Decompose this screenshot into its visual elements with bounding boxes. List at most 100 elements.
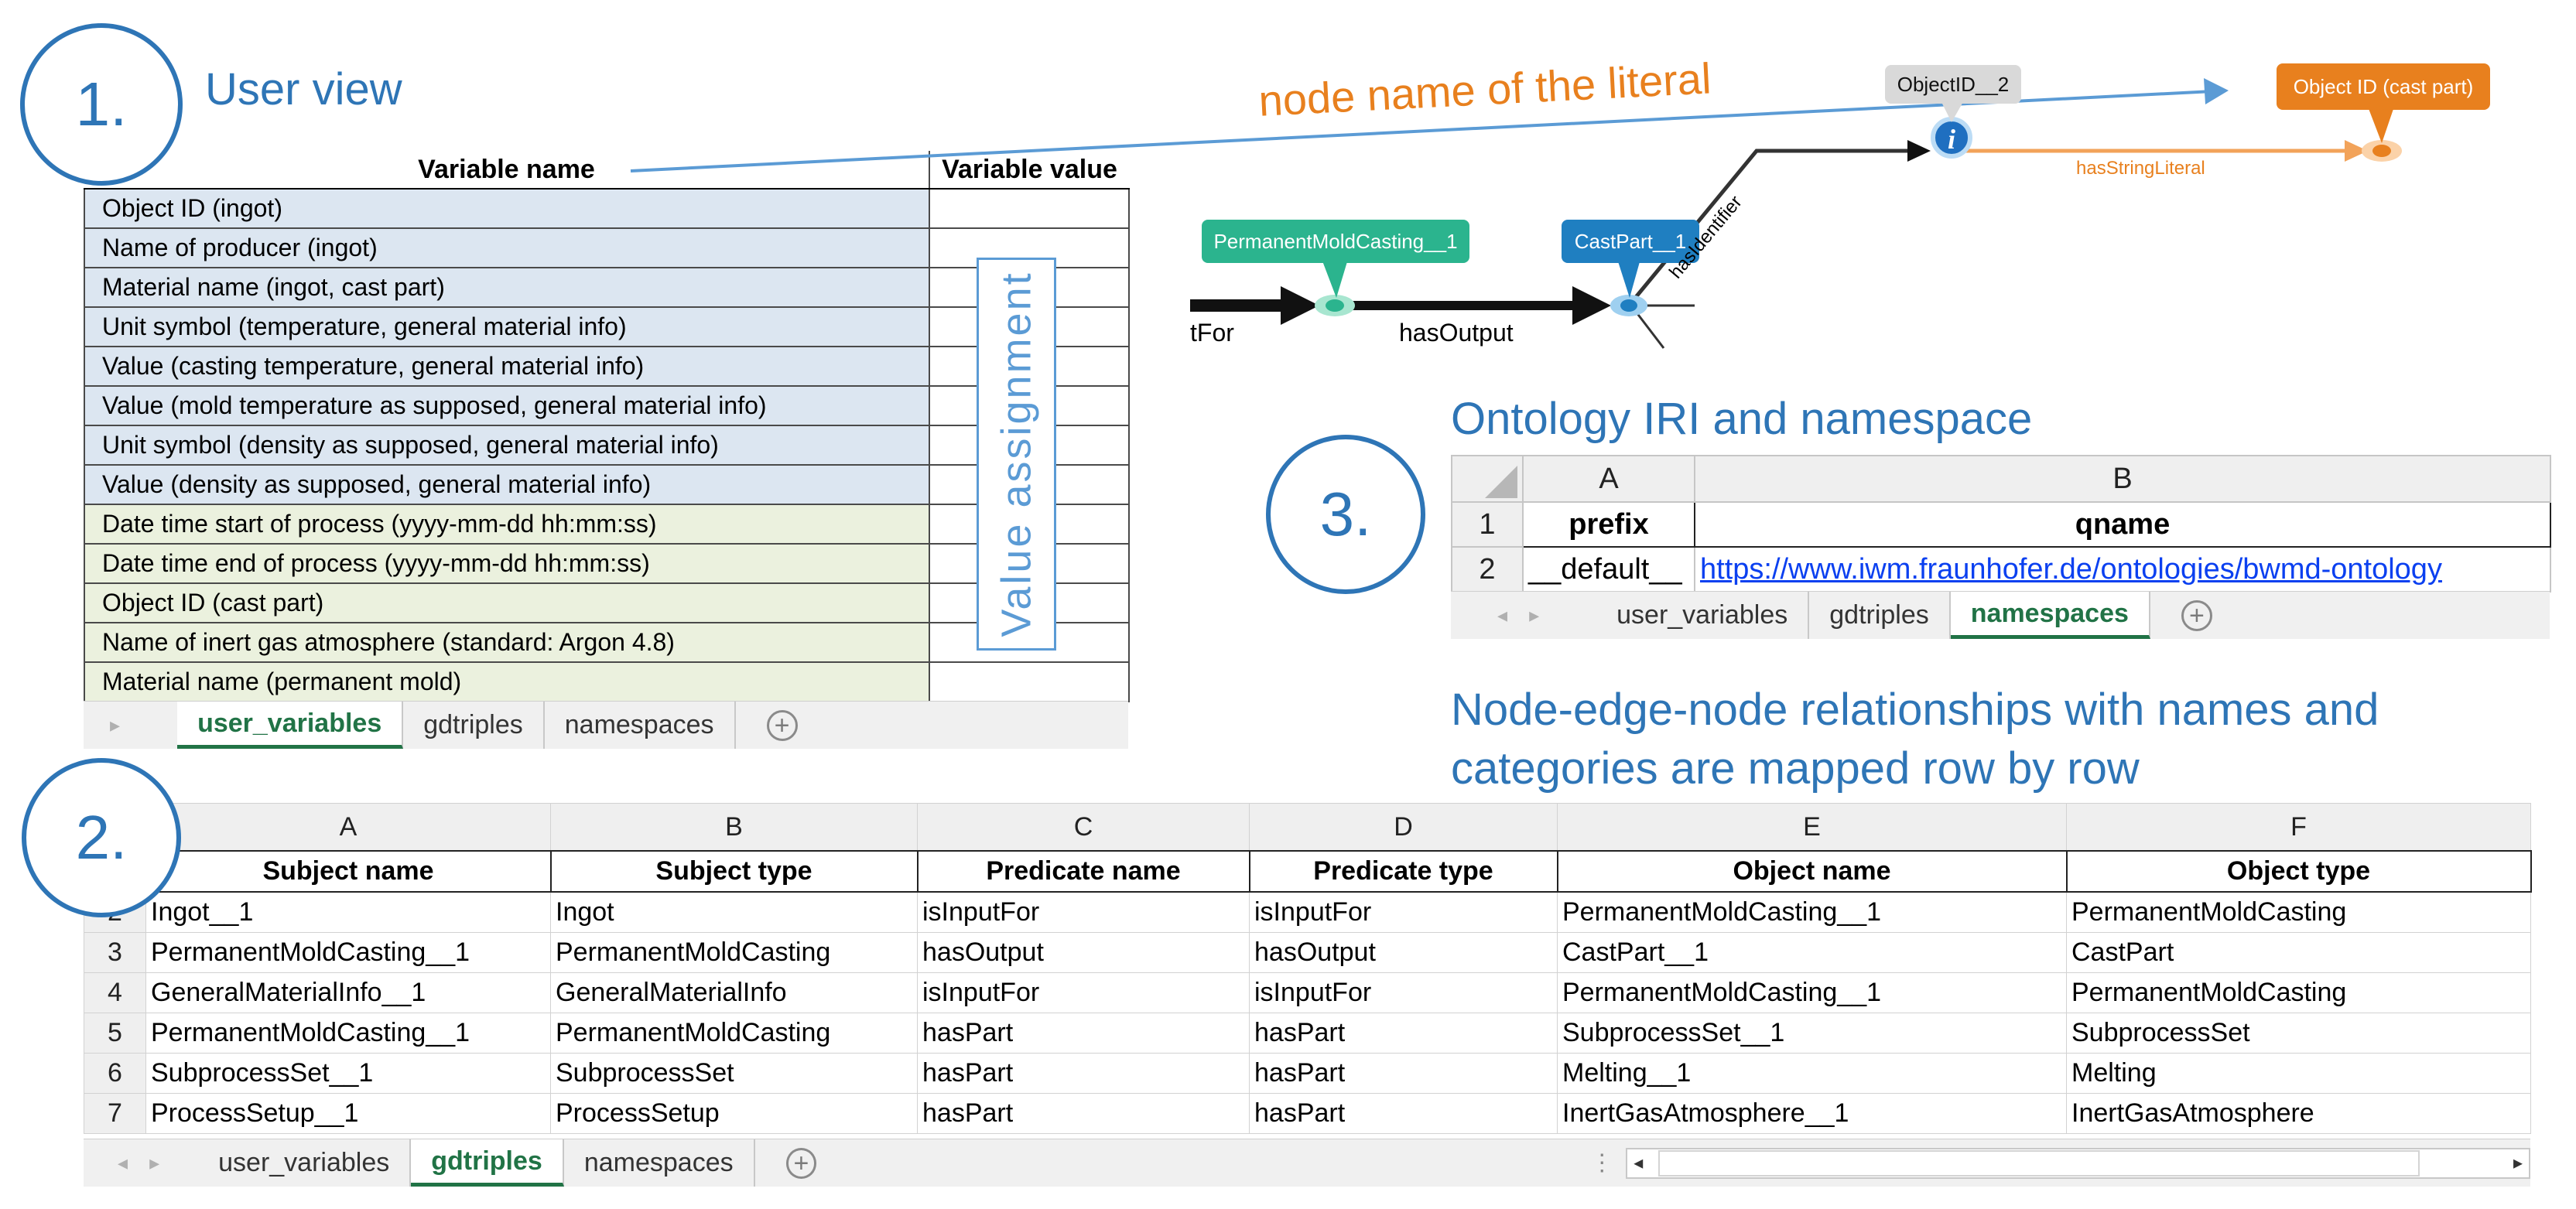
triple-cell[interactable]: CastPart__1 xyxy=(1558,933,2067,973)
scrollbar-thumb[interactable] xyxy=(1658,1150,2420,1177)
castpart-node-core xyxy=(1620,299,1637,312)
tab-scroll-left-icon[interactable]: ◂ xyxy=(1486,603,1518,627)
section-2-number: 2. xyxy=(22,758,181,917)
triple-cell[interactable]: hasPart xyxy=(918,1094,1250,1134)
scroll-right-arrow-icon[interactable]: ▸ xyxy=(2507,1152,2529,1174)
cell-qname-link[interactable]: https://www.iwm.fraunhofer.de/ontologies… xyxy=(1695,547,2550,592)
tab-scroll-left-icon[interactable]: ◂ xyxy=(107,1151,139,1175)
column-letter-row: ABCDEF xyxy=(84,804,2531,852)
triple-cell[interactable]: hasPart xyxy=(1250,1054,1558,1094)
column-header-a[interactable]: A xyxy=(146,804,551,852)
triple-cell[interactable]: Ingot xyxy=(551,892,918,933)
triple-cell[interactable]: SubprocessSet xyxy=(551,1054,918,1094)
triple-header-cell[interactable]: Predicate name xyxy=(918,851,1250,892)
label-hasoutput: hasOutput xyxy=(1399,319,1514,347)
column-header-a[interactable]: A xyxy=(1523,456,1695,502)
triple-cell[interactable]: hasOutput xyxy=(1250,933,1558,973)
gdtriples-grid: ABCDEFSubject nameSubject typePredicate … xyxy=(84,803,2532,1134)
row-header-1[interactable]: 1 xyxy=(1452,502,1523,547)
triple-cell[interactable]: isInputFor xyxy=(918,892,1250,933)
triple-header-cell[interactable]: Predicate type xyxy=(1250,851,1558,892)
sheet-tab-gdtriples[interactable]: gdtriples xyxy=(411,1139,564,1187)
triple-cell[interactable]: GeneralMaterialInfo xyxy=(551,973,918,1013)
sheet-tab-namespaces[interactable]: namespaces xyxy=(1951,592,2150,639)
add-sheet-icon[interactable]: + xyxy=(2181,600,2212,631)
add-sheet-icon[interactable]: + xyxy=(786,1148,817,1179)
triple-cell[interactable]: Melting__1 xyxy=(1558,1054,2067,1094)
horizontal-scrollbar[interactable]: ◂ ▸ xyxy=(1626,1148,2530,1179)
sheet-tab-gdtriples[interactable]: gdtriples xyxy=(1809,592,1951,639)
triple-cell[interactable]: isInputFor xyxy=(1250,973,1558,1013)
section-2-heading-line-2: categories are mapped row by row xyxy=(1451,743,2140,794)
info-icon-glyph: i xyxy=(1948,124,1955,155)
tab-scroll-right-icon[interactable]: ▸ xyxy=(139,1151,170,1175)
column-header-c[interactable]: C xyxy=(918,804,1250,852)
row-header[interactable]: 7 xyxy=(84,1094,146,1134)
triple-cell[interactable]: SubprocessSet xyxy=(2067,1013,2531,1054)
triple-cell[interactable]: InertGasAtmosphere xyxy=(2067,1094,2531,1134)
triple-header-cell[interactable]: Object name xyxy=(1558,851,2067,892)
triple-header-cell[interactable]: Subject name xyxy=(146,851,551,892)
sheet-tab-bar-3: ◂ ▸ user_variablesgdtriplesnamespaces + xyxy=(1451,591,2550,639)
triple-row: 5PermanentMoldCasting__1PermanentMoldCas… xyxy=(84,1013,2531,1054)
triple-cell[interactable]: ProcessSetup__1 xyxy=(146,1094,551,1134)
triple-cell[interactable]: PermanentMoldCasting xyxy=(2067,973,2531,1013)
column-header-b[interactable]: B xyxy=(1695,456,2550,502)
triple-cell[interactable]: Melting xyxy=(2067,1054,2531,1094)
triple-cell[interactable]: SubprocessSet__1 xyxy=(1558,1013,2067,1054)
triple-cell[interactable]: hasPart xyxy=(918,1013,1250,1054)
pmc-callout-tail xyxy=(1322,259,1348,298)
sheet-tab-user-variables[interactable]: user_variables xyxy=(198,1139,411,1187)
triple-cell[interactable]: isInputFor xyxy=(918,973,1250,1013)
triple-header-cell[interactable]: Object type xyxy=(2067,851,2531,892)
triple-cell[interactable]: PermanentMoldCasting xyxy=(2067,892,2531,933)
section-2-heading-line-1: Node-edge-node relationships with names … xyxy=(1451,684,2379,736)
triple-cell[interactable]: SubprocessSet__1 xyxy=(146,1054,551,1094)
triple-header-cell[interactable]: Subject type xyxy=(551,851,918,892)
triple-cell[interactable]: hasPart xyxy=(1250,1094,1558,1134)
triple-cell[interactable]: PermanentMoldCasting__1 xyxy=(1558,973,2067,1013)
section-3-heading: Ontology IRI and namespace xyxy=(1451,393,2032,445)
triple-cell[interactable]: ProcessSetup xyxy=(551,1094,918,1134)
split-handle-icon[interactable]: ⋮ xyxy=(1590,1149,1613,1177)
triple-cell[interactable]: PermanentMoldCasting__1 xyxy=(146,1013,551,1054)
row-header[interactable]: 6 xyxy=(84,1054,146,1094)
label-tfor: tFor xyxy=(1190,319,1234,347)
cell-prefix-default[interactable]: __default__ xyxy=(1523,547,1695,592)
triple-cell[interactable]: isInputFor xyxy=(1250,892,1558,933)
triple-cell[interactable]: GeneralMaterialInfo__1 xyxy=(146,973,551,1013)
column-header-f[interactable]: F xyxy=(2067,804,2531,852)
select-all-corner[interactable] xyxy=(1452,456,1523,502)
triple-cell[interactable]: InertGasAtmosphere__1 xyxy=(1558,1094,2067,1134)
edge-isinputfor-arrowhead xyxy=(1281,286,1319,325)
triple-cell[interactable]: hasPart xyxy=(1250,1013,1558,1054)
triple-cell[interactable]: Ingot__1 xyxy=(146,892,551,933)
column-header-b[interactable]: B xyxy=(551,804,918,852)
triple-cell[interactable]: PermanentMoldCasting__1 xyxy=(146,933,551,973)
triple-cell[interactable]: hasOutput xyxy=(918,933,1250,973)
edge-hasoutput-arrowhead xyxy=(1572,286,1611,325)
literal-node-core xyxy=(2372,145,2391,157)
triple-cell[interactable]: hasPart xyxy=(918,1054,1250,1094)
literal-pointer-arrowhead xyxy=(2204,78,2229,104)
cell-prefix-header[interactable]: prefix xyxy=(1523,502,1695,547)
triple-cell[interactable]: PermanentMoldCasting__1 xyxy=(1558,892,2067,933)
triple-cell[interactable]: CastPart xyxy=(2067,933,2531,973)
scroll-left-arrow-icon[interactable]: ◂ xyxy=(1627,1152,1649,1174)
column-header-d[interactable]: D xyxy=(1250,804,1558,852)
tab-scroll-right-icon[interactable]: ▸ xyxy=(1518,603,1550,627)
row-header-2[interactable]: 2 xyxy=(1452,547,1523,592)
cell-qname-header[interactable]: qname xyxy=(1695,502,2550,547)
row-header[interactable]: 5 xyxy=(84,1013,146,1054)
triple-cell[interactable]: PermanentMoldCasting xyxy=(551,933,918,973)
triple-row: 4GeneralMaterialInfo__1GeneralMaterialIn… xyxy=(84,973,2531,1013)
edge-hasidentifier-arrowhead xyxy=(1907,140,1931,162)
row-header[interactable]: 4 xyxy=(84,973,146,1013)
triple-cell[interactable]: PermanentMoldCasting xyxy=(551,1013,918,1054)
column-header-e[interactable]: E xyxy=(1558,804,2067,852)
row-header[interactable]: 3 xyxy=(84,933,146,973)
literal-callout-tail xyxy=(2368,107,2394,143)
sheet-tab-bar-2: ◂ ▸ user_variablesgdtriplesnamespaces + … xyxy=(84,1139,2530,1187)
sheet-tab-user-variables[interactable]: user_variables xyxy=(1596,592,1809,639)
sheet-tab-namespaces[interactable]: namespaces xyxy=(564,1139,755,1187)
